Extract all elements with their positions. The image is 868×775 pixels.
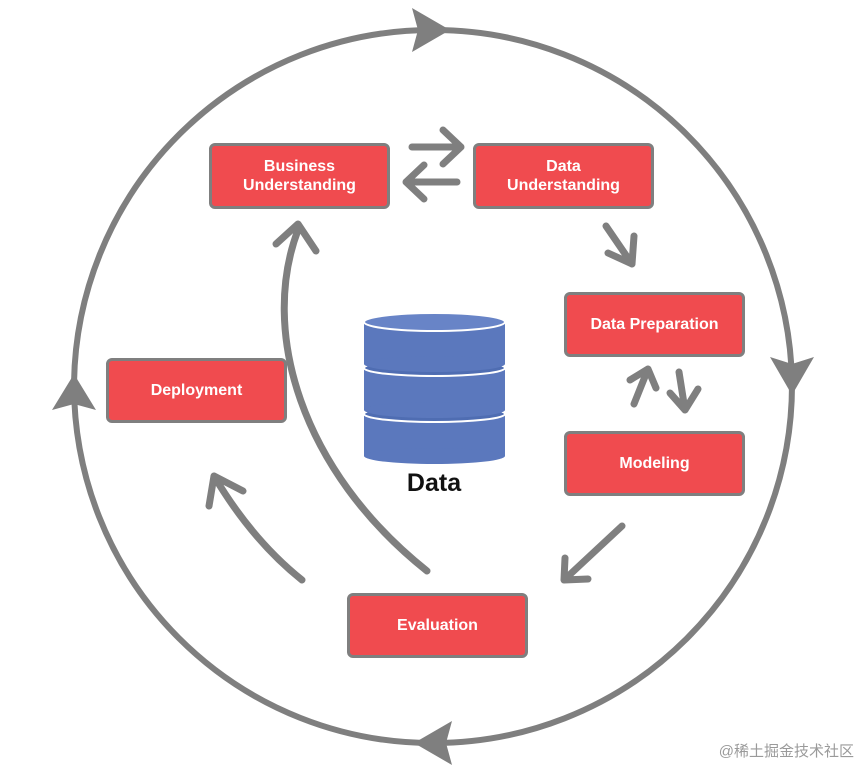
arrow-preparation-to-modeling <box>666 368 702 414</box>
phase-data-understanding: Data Understanding <box>473 143 654 209</box>
outer-cycle-arrow-top-right <box>431 26 795 386</box>
arrow-modeling-to-preparation <box>626 365 660 408</box>
outer-cycle-arrow-bottom <box>431 384 795 747</box>
phase-deployment: Deployment <box>106 358 287 423</box>
outer-arrowhead-top <box>412 8 450 52</box>
outer-cycle-arrow-left <box>71 384 433 746</box>
database-icon <box>363 312 506 464</box>
arrow-data-understanding-to-business <box>402 161 461 203</box>
phase-modeling: Modeling <box>564 431 745 496</box>
arrow-evaluation-to-deployment <box>205 472 306 584</box>
outer-arrowhead-right <box>770 357 814 395</box>
outer-arrowhead-left <box>52 374 96 410</box>
arrow-data-understanding-to-preparation <box>602 222 638 268</box>
outer-cycle-arrow-top-left <box>71 27 433 386</box>
outer-arrowhead-bottom <box>414 721 452 765</box>
arrow-business-to-data-understanding <box>408 126 465 168</box>
arrow-modeling-to-evaluation <box>560 522 626 584</box>
arrow-evaluation-to-business <box>272 220 431 575</box>
phase-arrows <box>205 126 702 584</box>
phase-evaluation: Evaluation <box>347 593 528 658</box>
watermark: @稀土掘金技术社区 <box>718 743 854 760</box>
data-label: Data <box>406 469 462 497</box>
database-disk-top <box>363 312 506 372</box>
phase-data-preparation: Data Preparation <box>564 292 745 357</box>
outer-cycle-arrows <box>52 8 814 765</box>
phase-business-understanding: Business Understanding <box>209 143 390 209</box>
